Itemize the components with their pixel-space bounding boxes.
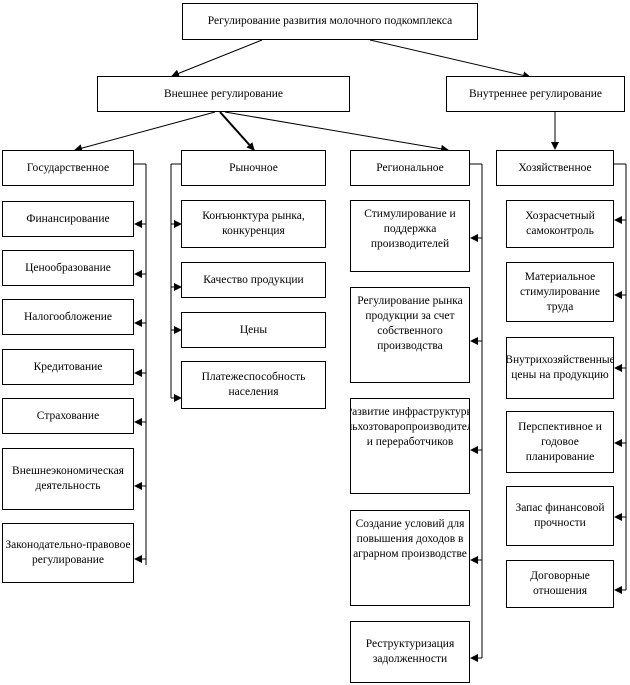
- root-node-label: Регулирование развития молочного подкомп…: [207, 15, 453, 27]
- state-item-label: Законодательно-правовое регулирование: [5, 539, 131, 566]
- economic-item: Материальное стимулирование труда: [506, 262, 614, 322]
- market-item: Платежеспособность населения: [181, 361, 326, 409]
- market-item-label: Качество продукции: [203, 273, 304, 286]
- economic-item-label: Хозрасчетный самоконтроль: [525, 210, 595, 237]
- regional-item: Создание условий для повышения доходов в…: [350, 510, 470, 606]
- state-item: Законодательно-правовое регулирование: [2, 523, 134, 583]
- regional-item: Регулирование рынка продукции за счет со…: [350, 287, 470, 383]
- market-item: Конъюнктура рынка, конкуренция: [181, 200, 326, 248]
- regional-branch-label: Региональное: [376, 161, 444, 174]
- state-item: Кредитование: [2, 349, 134, 385]
- regional-item: Стимулирование и поддержка производителе…: [350, 200, 470, 272]
- market-item: Качество продукции: [181, 262, 326, 298]
- state-item-label: Страхование: [36, 409, 100, 422]
- state-item-label: Финансирование: [26, 212, 110, 225]
- arrow-root-external: [171, 39, 263, 78]
- economic-item: Запас финансовой прочности: [506, 486, 614, 546]
- market-item-label: Конъюнктура рынка, конкуренция: [202, 210, 305, 237]
- state-item-label: Ценообразование: [25, 261, 111, 274]
- state-item: Финансирование: [2, 201, 134, 237]
- state-item: Внешнеэкономическая деятельность: [2, 448, 134, 510]
- economic-item-label: Материальное стимулирование труда: [520, 270, 600, 313]
- regional-item-label: Стимулирование и поддержка производителе…: [364, 208, 456, 250]
- regional-item: Реструктуризация задолженности: [350, 621, 470, 683]
- internal-regulation-node: Внутреннее регулирование: [446, 76, 625, 112]
- arrow-root-internal: [369, 39, 531, 80]
- economic-item-label: Договорные отношения: [530, 570, 590, 597]
- state-item: Страхование: [2, 398, 134, 434]
- arrow-external-market: [219, 111, 255, 151]
- market-item-label: Цены: [239, 323, 268, 336]
- market-branch-label: Рыночное: [229, 161, 278, 174]
- external-regulation-label: Внешнее регулирование: [163, 87, 284, 100]
- regional-item: Развитие инфраструктуры сельхозтоваропро…: [350, 398, 470, 494]
- market-branch-node: Рыночное: [181, 150, 326, 186]
- state-item: Ценообразование: [2, 250, 134, 286]
- economic-item-label: Перспективное и годовое планирование: [518, 420, 602, 463]
- root-node: Регулирование развития молочного подкомп…: [182, 3, 478, 40]
- regional-item-label: Создание условий для повышения доходов в…: [353, 518, 467, 560]
- arrow-external-regional: [224, 111, 449, 153]
- regional-item-label: Реструктуризация задолженности: [365, 638, 455, 665]
- internal-regulation-label: Внутреннее регулирование: [469, 87, 602, 100]
- state-item-label: Внешнеэкономическая деятельность: [12, 465, 124, 492]
- state-item-label: Кредитование: [33, 360, 103, 373]
- state-branch-label: Государственное: [26, 161, 110, 174]
- state-item-label: Налогообложение: [23, 310, 112, 323]
- arrow-external-state: [74, 111, 216, 153]
- regional-item-label: Развитие инфраструктуры сельхозтоваропро…: [350, 406, 470, 448]
- regional-item-label: Регулирование рынка продукции за счет со…: [357, 295, 463, 352]
- market-item: Цены: [181, 312, 326, 348]
- regional-branch-node: Региональное: [350, 150, 470, 186]
- state-branch-node: Государственное: [2, 150, 134, 186]
- economic-branch-label: Хозяйственное: [518, 161, 592, 174]
- external-regulation-node: Внешнее регулирование: [97, 76, 350, 112]
- economic-item: Внутрихозяйственные цены на продукцию: [506, 337, 614, 399]
- economic-item: Договорные отношения: [506, 560, 614, 608]
- market-item-label: Платежеспособность населения: [201, 371, 306, 398]
- economic-item-label: Запас финансовой прочности: [515, 502, 605, 529]
- state-item: Налогообложение: [2, 299, 134, 335]
- economic-item: Хозрасчетный самоконтроль: [506, 200, 614, 248]
- economic-item-label: Внутрихозяйственные цены на продукцию: [506, 354, 614, 381]
- economic-item: Перспективное и годовое планирование: [506, 411, 614, 473]
- economic-branch-node: Хозяйственное: [496, 150, 614, 186]
